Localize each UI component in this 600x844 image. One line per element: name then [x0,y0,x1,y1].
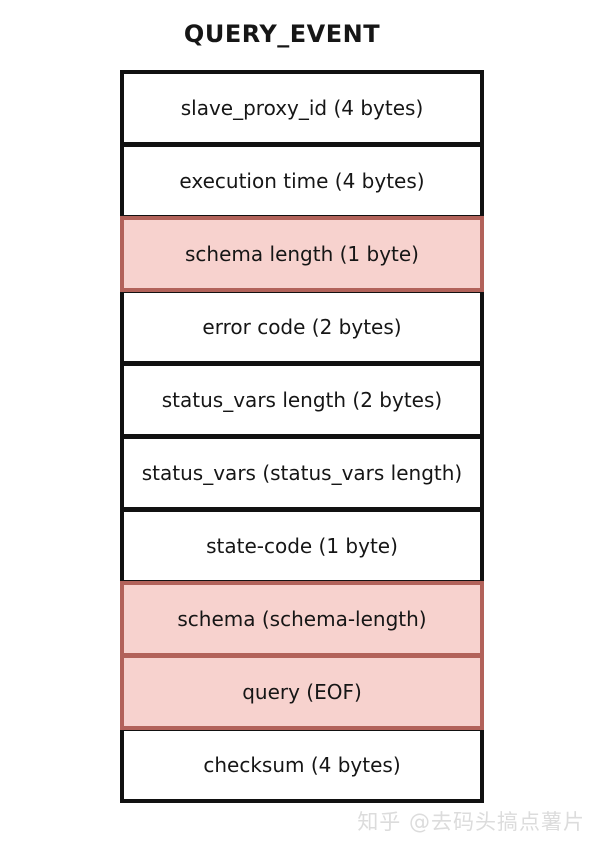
field-row: error code (2 bytes) [120,289,484,365]
field-label: schema length (1 byte) [185,242,419,266]
field-row: state-code (1 byte) [120,508,484,584]
field-row: status_vars length (2 bytes) [120,362,484,438]
watermark: 知乎 @去码头搞点薯片 [357,810,585,834]
field-label: status_vars (status_vars length) [141,461,463,485]
field-label: execution time (4 bytes) [179,169,425,193]
field-row: schema (schema-length) [120,581,484,657]
field-row: schema length (1 byte) [120,216,484,292]
field-label: status_vars length (2 bytes) [161,388,443,412]
field-row: checksum (4 bytes) [120,727,484,803]
field-label: slave_proxy_id (4 bytes) [180,96,424,120]
field-label: checksum (4 bytes) [203,753,401,777]
field-row: execution time (4 bytes) [120,143,484,219]
field-row: query (EOF) [120,654,484,730]
field-label: error code (2 bytes) [202,315,402,339]
field-label: state-code (1 byte) [206,534,398,558]
field-row: status_vars (status_vars length) [120,435,484,511]
field-row: slave_proxy_id (4 bytes) [120,70,484,146]
diagram-title: QUERY_EVENT [183,20,381,48]
field-label: schema (schema-length) [177,607,427,631]
event-structure-stack: slave_proxy_id (4 bytes) execution time (… [120,70,484,803]
field-label: query (EOF) [242,680,362,704]
